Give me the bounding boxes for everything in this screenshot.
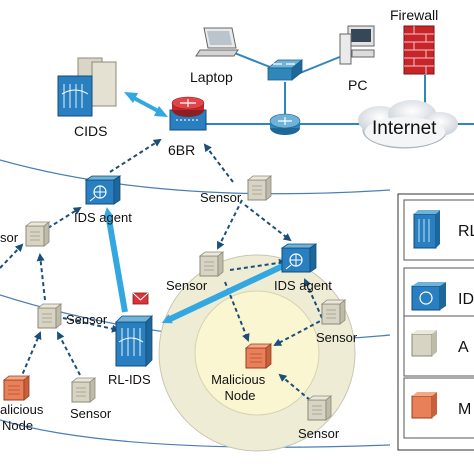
alert-envelope-icon <box>132 292 149 305</box>
sensor-center-right-label: Sensor <box>316 330 358 345</box>
sensor-mid-left-icon <box>36 303 63 329</box>
malicious-node-left-icon <box>2 375 31 401</box>
sensor-center-left-icon <box>198 251 225 277</box>
internet-cloud-icon <box>358 100 458 149</box>
sensor-bottom-right-label: Sensor <box>298 426 340 441</box>
firewall-label: Firewall <box>390 7 438 23</box>
legend-item-sensor: A <box>403 315 474 377</box>
internet-label: Internet <box>372 118 437 139</box>
sixbr-label: 6BR <box>168 142 195 158</box>
sensor-bottom-right-icon <box>306 395 333 421</box>
ids-agent-left-icon <box>84 175 122 205</box>
malicious-node-center-label: Malicious Node <box>211 372 269 403</box>
legend-label-malicious: M <box>458 401 471 418</box>
pc-label: PC <box>348 77 367 93</box>
sensor-bottom-left-icon <box>70 377 97 403</box>
sensor-bottom-left-label: Sensor <box>70 406 112 421</box>
malicious-node-center-line-2: Node <box>224 388 255 403</box>
malicious-node-left-line-2: Node <box>2 418 33 433</box>
malicious-node-center-icon <box>244 343 273 369</box>
pc-icon <box>339 25 375 65</box>
sensor-center-right-icon <box>320 299 347 325</box>
firewall-icon <box>403 25 435 75</box>
malicious-node-left-label: alicious Node <box>0 402 47 433</box>
rl-ids-icon <box>115 315 153 367</box>
border-router-icon <box>169 96 207 131</box>
sensor-left-edge-label: sor <box>0 230 19 245</box>
cids-server-icon <box>57 57 117 117</box>
ring-3 <box>0 419 391 448</box>
router-icon <box>269 113 301 135</box>
legend-label-rl-ids: RL <box>458 223 474 240</box>
legend: RL ID A <box>397 193 474 451</box>
sensor-top-label: Sensor <box>200 190 242 205</box>
ids-agent-right-icon <box>280 243 318 273</box>
laptop-icon <box>195 27 239 57</box>
rl-ids-label: RL-IDS <box>108 372 151 387</box>
alert-arrows <box>103 207 287 324</box>
legend-ids-agent-icon <box>411 282 446 311</box>
dashed-report-arrows <box>0 138 327 401</box>
cids-label: CIDS <box>74 123 107 139</box>
sensor-center-left-label: Sensor <box>166 278 208 293</box>
legend-item-rl-ids: RL <box>403 199 474 261</box>
malicious-node-center-line-1: Malicious <box>211 372 266 387</box>
legend-label-sensor: A <box>458 339 469 356</box>
legend-rl-ids-icon <box>413 210 440 249</box>
legend-label-ids-agent: ID <box>458 291 474 308</box>
legend-sensor-icon <box>411 330 437 357</box>
malicious-node-left-line-1: alicious <box>0 402 44 417</box>
laptop-label: Laptop <box>190 69 233 85</box>
legend-item-malicious: M <box>403 377 474 439</box>
legend-malicious-icon <box>411 392 437 419</box>
ids-agent-right-label: IDS agent <box>274 278 332 293</box>
ring-1 <box>0 159 391 195</box>
sensor-left-edge-icon <box>24 221 51 247</box>
sensor-mid-left-label: Sensor <box>66 312 108 327</box>
cids-link <box>124 92 168 117</box>
ids-agent-left-label: IDS agent <box>74 210 132 225</box>
sensor-top-icon <box>246 175 273 201</box>
switch-icon <box>266 59 304 81</box>
